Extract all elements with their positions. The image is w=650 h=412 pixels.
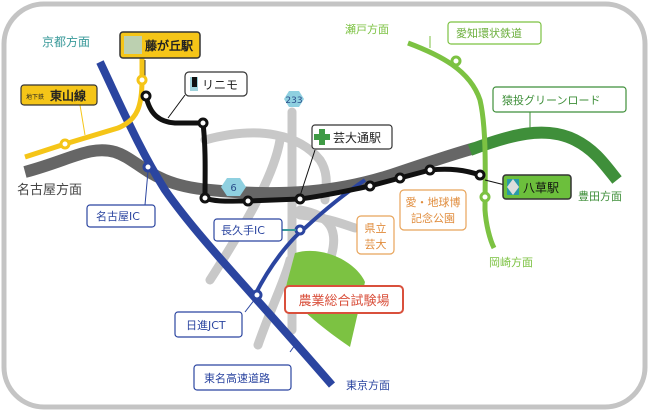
linimo-station-marker [474, 169, 486, 181]
svg-text:農業総合試験場: 農業総合試験場 [298, 293, 389, 309]
linimo-station-marker [199, 192, 211, 204]
local-road-east [295, 210, 360, 233]
nisshin-jct-marker [251, 289, 263, 301]
svg-text:233: 233 [285, 96, 302, 106]
linimo-station-marker [424, 164, 436, 176]
direction-tokyo: 東京方面 [346, 378, 390, 392]
direction-nagoya: 名古屋方面 [17, 182, 82, 198]
svg-text:名古屋IC: 名古屋IC [96, 209, 140, 223]
direction-okazaki: 岡崎方面 [489, 255, 533, 269]
nagakute-ic-marker [294, 224, 306, 236]
direction-kyoto: 京都方面 [42, 34, 90, 49]
svg-text:県立: 県立 [365, 221, 387, 235]
station-yakusa[interactable]: 八草駅 [502, 174, 572, 200]
svg-text:日進JCT: 日進JCT [186, 319, 226, 332]
subway-icon [124, 36, 142, 54]
station-diamond-icon [507, 179, 519, 195]
svg-text:東山線: 東山線 [50, 88, 86, 103]
nagoya-ic-marker [142, 161, 154, 173]
svg-text:リニモ: リニモ [202, 78, 238, 92]
nagakute-ic-label: 長久手IC [213, 218, 283, 242]
sanage-green-road-line [467, 126, 622, 184]
aichi-loop-label: 愛知環状鉄道 [447, 21, 542, 45]
svg-text:地下鉄: 地下鉄 [26, 93, 44, 101]
svg-text:芸大: 芸大 [365, 237, 387, 251]
svg-text:長久手IC: 長久手IC [221, 223, 265, 237]
linimo-station-marker [140, 90, 152, 102]
station-cross-icon [314, 129, 330, 145]
linimo-station-marker [242, 195, 254, 207]
linimo-station-marker [394, 172, 406, 184]
svg-text:愛・地球博: 愛・地球博 [406, 195, 461, 209]
svg-text:猿投グリーンロード: 猿投グリーンロード [502, 93, 600, 107]
linimo-station-marker [294, 193, 306, 205]
subway-station-marker [136, 74, 148, 86]
linimo-station-marker [364, 180, 376, 192]
svg-text:芸大通駅: 芸大通駅 [333, 131, 381, 145]
route-6-shield: 6 [221, 178, 246, 196]
linimo-label: リニモ [184, 71, 248, 97]
nagoya-highway [23, 142, 477, 200]
route-233-shield: 233 [284, 91, 304, 107]
sanage-green-road-label: 猿投グリーンロード [492, 86, 627, 113]
subway-station-marker [59, 138, 71, 150]
svg-text:愛知環状鉄道: 愛知環状鉄道 [456, 26, 522, 40]
agri-center-label[interactable]: 農業総合試験場 [284, 285, 404, 314]
linimo-station-marker [197, 117, 209, 129]
svg-text:藤が丘駅: 藤が丘駅 [144, 38, 194, 53]
pref-univ-label[interactable]: 県立 芸大 [356, 215, 395, 255]
station-fujigaoka[interactable]: 藤が丘駅 [119, 31, 201, 59]
loop-station-marker [479, 191, 491, 203]
tomei-line [96, 60, 336, 388]
station-geidaidori[interactable]: 芸大通駅 [311, 124, 393, 150]
tomei-label: 東名高速道路 [193, 364, 292, 391]
local-road-sw [253, 255, 295, 350]
svg-text:東名高速道路: 東名高速道路 [204, 371, 270, 385]
nisshin-jct-label: 日進JCT [174, 311, 243, 338]
direction-toyota: 豊田方面 [578, 189, 622, 203]
expo-park-label[interactable]: 愛・地球博 記念公園 [399, 189, 467, 231]
svg-text:八草駅: 八草駅 [523, 181, 559, 195]
svg-text:6: 6 [230, 183, 236, 194]
higashiyama-line-label: 地下鉄 東山線 [20, 84, 98, 106]
svg-text:記念公園: 記念公園 [411, 211, 455, 225]
nagoya-ic-label: 名古屋IC [86, 204, 156, 228]
direction-seto: 瀬戸方面 [345, 22, 389, 36]
aichi-loop-line [407, 40, 497, 250]
loop-station-marker [450, 55, 462, 67]
